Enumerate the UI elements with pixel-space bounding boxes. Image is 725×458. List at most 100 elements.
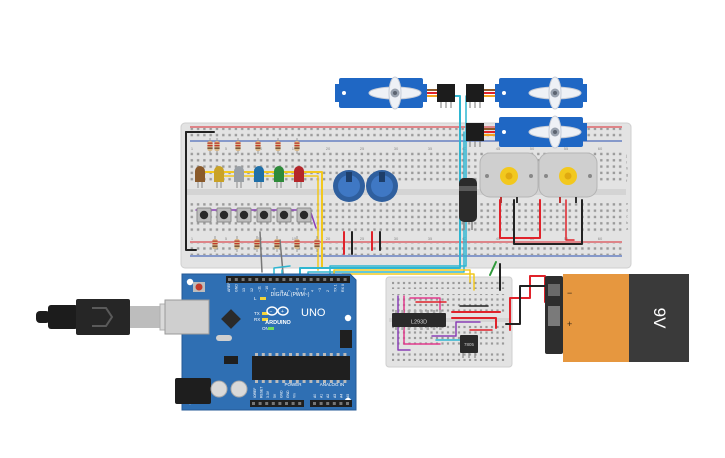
column-number: 35: [428, 146, 433, 151]
pin-label: GND: [279, 390, 283, 398]
pin-label: A0: [313, 394, 317, 398]
row-letter: c: [626, 214, 628, 219]
servo-connector: [466, 84, 484, 108]
row-letter: a: [626, 226, 629, 231]
board-model-label: UNO: [301, 307, 326, 319]
column-number: 5: [225, 236, 228, 241]
pin-label: A4: [339, 394, 343, 398]
chip-label: L293D: [411, 320, 427, 326]
servo-connector: [437, 84, 455, 108]
arduino-logo-text: ARDUINO: [265, 320, 291, 326]
wires: [185, 95, 583, 381]
resistor-icon: [314, 236, 320, 252]
row-letter: f: [626, 178, 628, 183]
resistor-icon: [254, 236, 260, 252]
push-button-icon[interactable]: [296, 207, 312, 223]
svg-text:−: −: [270, 309, 273, 315]
pin-label: ~3: [318, 288, 322, 292]
dc-motor-pair: [479, 152, 598, 203]
l293d-driver-chip: L293D: [392, 310, 446, 330]
column-number: 25: [360, 146, 365, 151]
pin-label: 2: [326, 290, 330, 292]
row-letter: b: [626, 220, 629, 225]
pin-label: ~5: [303, 288, 307, 292]
pin-label: 13: [242, 288, 246, 292]
potentiometer-2[interactable]: [366, 170, 398, 202]
column-number: 1: [191, 236, 194, 241]
column-number: 1: [191, 146, 194, 151]
pin-label: 8: [280, 290, 284, 292]
on-led-label: ON: [262, 326, 269, 331]
column-number: 30: [394, 146, 399, 151]
pin-label: ~10: [265, 286, 269, 292]
pin-label: 3.3V: [266, 390, 270, 398]
column-number: 55: [564, 146, 569, 151]
row-letter: h: [626, 166, 628, 171]
pin-label: RX 0: [341, 284, 345, 292]
resistor-row-top: [207, 138, 300, 154]
pin-label: 7: [288, 290, 292, 292]
l-led-label: L: [254, 296, 257, 301]
servo-motor-icon: [495, 76, 587, 110]
pin-label: Vin: [293, 393, 297, 398]
column-number: 15: [292, 236, 297, 241]
column-number: 45: [496, 236, 501, 241]
column-number: 25: [360, 236, 365, 241]
pin-label: AREF: [227, 282, 231, 292]
led-icon: [195, 166, 205, 188]
led-icon: [274, 166, 284, 188]
pin-label: GND: [286, 390, 290, 398]
voltage-regulator: 7805: [460, 335, 478, 358]
row-letter: g: [626, 172, 628, 177]
led-icon: [234, 166, 244, 188]
column-number: 15: [292, 146, 297, 151]
pin-label: TX 1: [333, 284, 337, 292]
resistor-row-bottom: [212, 236, 320, 252]
regulator-label: 7805: [464, 342, 475, 347]
column-number: 60: [598, 146, 603, 151]
digital-header-label: DIGITAL (PWM~): [271, 292, 310, 298]
push-button-icon[interactable]: [256, 207, 272, 223]
push-button-icon[interactable]: [276, 207, 292, 223]
row-letter: i: [626, 159, 627, 164]
pin-label: IOREF: [253, 388, 257, 398]
rx-label: RX: [254, 317, 260, 322]
column-number: 20: [326, 146, 331, 151]
push-button-icon[interactable]: [236, 207, 252, 223]
pin-label: A2: [326, 394, 330, 398]
potentiometer-1[interactable]: [333, 170, 365, 202]
row-letter: e: [626, 201, 629, 206]
column-number: 45: [496, 146, 501, 151]
led-icon: [214, 166, 224, 188]
dc-motor-icon: [538, 152, 598, 203]
servo-connector: [466, 123, 484, 147]
power-header-label: POWER: [284, 382, 302, 387]
resistor-icon: [255, 138, 261, 154]
resistor-icon: [235, 138, 241, 154]
servo-motors: [335, 76, 587, 149]
svg-text:+: +: [281, 309, 284, 315]
push-button-row: [196, 207, 312, 223]
column-number: 35: [428, 236, 433, 241]
capacitor-icon: [459, 178, 477, 230]
battery-9v: − + 9V: [545, 274, 689, 362]
battery-plus-label: +: [567, 319, 572, 329]
column-number: 20: [326, 236, 331, 241]
column-number: 50: [530, 146, 535, 151]
push-button-icon[interactable]: [196, 207, 212, 223]
push-button-icon[interactable]: [216, 207, 232, 223]
pin-label: A5: [346, 394, 350, 398]
arduino-logo-icon: − +: [266, 306, 289, 316]
resistor-icon: [274, 236, 280, 252]
pin-label: GND: [235, 284, 239, 292]
pin-label: 4: [311, 290, 315, 292]
column-number: 5: [225, 146, 228, 151]
row-letter: j: [625, 153, 627, 158]
pin-label: ~9: [273, 288, 277, 292]
pin-label: ~6: [295, 288, 299, 292]
led-icon: [254, 166, 264, 188]
